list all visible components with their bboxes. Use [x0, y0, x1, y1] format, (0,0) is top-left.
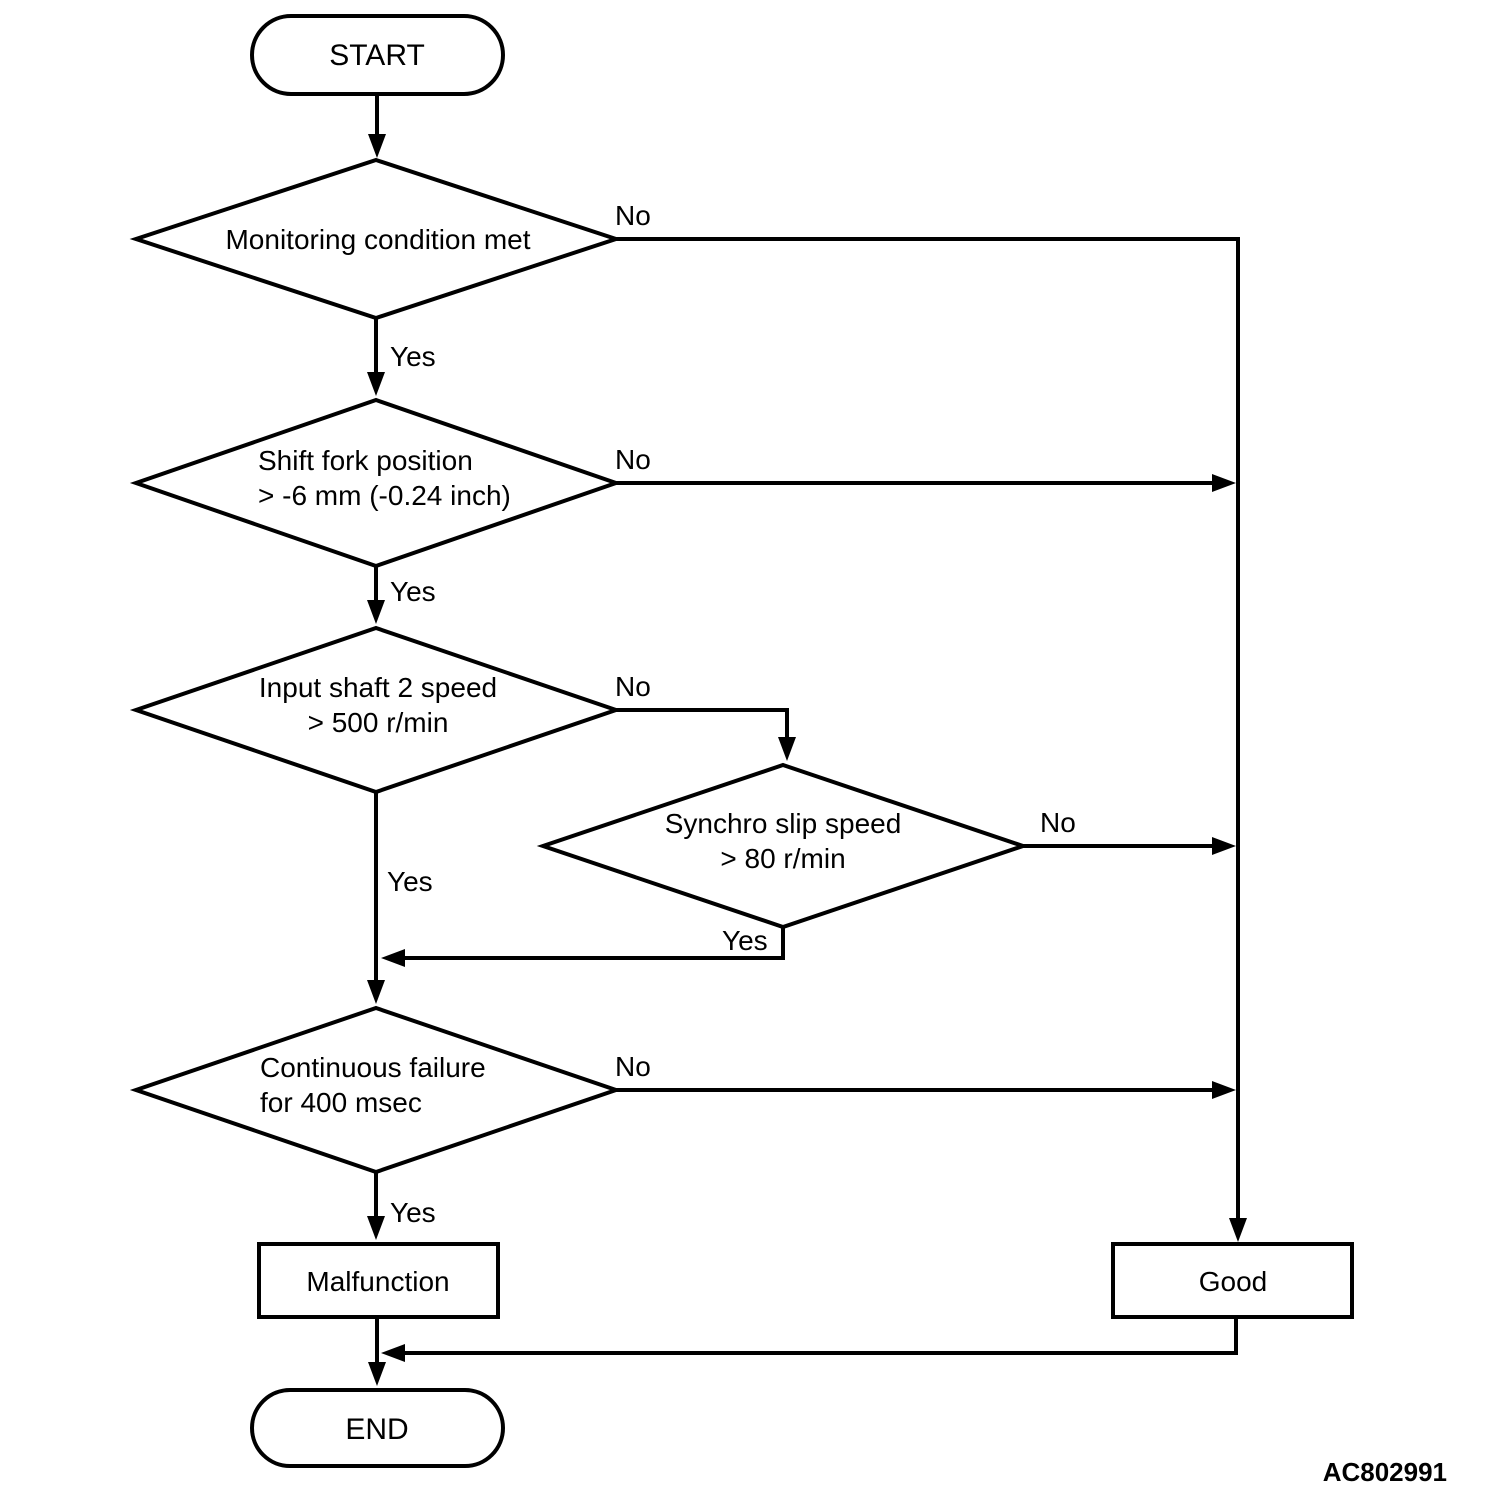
label-synchro-no: No — [1040, 807, 1076, 838]
label-input-shaft-yes: Yes — [387, 866, 433, 897]
decision-continuous-shape — [129, 1005, 623, 1175]
end-label: END — [345, 1413, 408, 1446]
label-synchro-yes: Yes — [722, 925, 768, 956]
good-shape — [1111, 1242, 1354, 1319]
decision-synchro-label-line1: Synchro slip speed — [665, 808, 902, 839]
malfunction-label: Malfunction — [306, 1266, 449, 1297]
decision-monitoring-label: Monitoring condition met — [225, 224, 530, 255]
decision-input-shaft-shape — [129, 625, 623, 795]
edge-input-shaft-yes — [367, 792, 385, 1004]
label-monitoring-no: No — [615, 200, 651, 231]
decision-continuous-label-line2: for 400 msec — [260, 1087, 422, 1118]
label-input-shaft-no: No — [615, 671, 651, 702]
decision-shift-fork-label-line2: > -6 mm (-0.24 inch) — [258, 480, 511, 511]
malfunction-node: Malfunction — [257, 1242, 500, 1319]
edge-shift-fork-yes — [367, 566, 385, 624]
start-shape — [250, 14, 505, 96]
arrowhead-down-icon — [367, 600, 385, 624]
decision-input-shaft-speed: Input shaft 2 speed > 500 r/min — [129, 625, 623, 795]
edge-input-shaft-no-to-synchro — [616, 708, 796, 761]
edge-synchro-no — [1023, 837, 1236, 855]
decision-shift-fork-shape — [129, 397, 623, 569]
decision-synchro-label-line2: > 80 r/min — [720, 843, 845, 874]
label-continuous-yes: Yes — [390, 1197, 436, 1228]
arrowhead-down-icon — [368, 1362, 386, 1386]
arrowhead-down-icon — [778, 737, 796, 761]
arrowhead-right-icon — [1212, 837, 1236, 855]
start-label: START — [329, 39, 425, 72]
decision-synchro-shape — [536, 762, 1030, 930]
decision-shift-fork-position: Shift fork position > -6 mm (-0.24 inch) — [129, 397, 623, 569]
arrowhead-down-icon — [1229, 1218, 1247, 1242]
end-shape — [250, 1388, 505, 1468]
arrowhead-right-icon — [1212, 474, 1236, 492]
edge-line — [616, 708, 789, 739]
start-node: START — [250, 14, 505, 96]
label-shift-fork-yes: Yes — [390, 576, 436, 607]
label-monitoring-yes: Yes — [390, 341, 436, 372]
arrowhead-down-icon — [367, 372, 385, 396]
edge-malfunction-to-end — [368, 1317, 386, 1386]
arrowhead-down-icon — [367, 1216, 385, 1240]
edge-continuous-yes — [367, 1172, 385, 1240]
edge-monitoring-no-to-good — [616, 237, 1247, 1242]
label-shift-fork-no: No — [615, 444, 651, 475]
malfunction-shape — [257, 1242, 500, 1319]
edge-shift-fork-no — [616, 474, 1236, 492]
edge-line — [403, 1317, 1238, 1355]
decision-continuous-failure: Continuous failure for 400 msec — [129, 1005, 623, 1175]
edge-continuous-no — [616, 1081, 1236, 1099]
decision-synchro-slip-speed: Synchro slip speed > 80 r/min — [536, 762, 1030, 930]
edge-synchro-yes — [381, 927, 785, 967]
end-node: END — [250, 1388, 505, 1468]
label-continuous-no: No — [615, 1051, 651, 1082]
decision-input-shaft-label-line2: > 500 r/min — [308, 707, 449, 738]
decision-monitoring-condition: Monitoring condition met — [129, 157, 623, 321]
arrowhead-left-icon — [381, 949, 405, 967]
decision-continuous-label-line1: Continuous failure — [260, 1052, 486, 1083]
decision-monitoring-shape — [129, 157, 623, 321]
edge-line — [616, 237, 1240, 1220]
arrowhead-left-icon — [381, 1344, 405, 1362]
decision-input-shaft-label-line1: Input shaft 2 speed — [259, 672, 497, 703]
arrowhead-down-icon — [368, 134, 386, 158]
edge-monitoring-yes — [367, 318, 385, 396]
edge-line — [403, 927, 785, 960]
good-label: Good — [1199, 1266, 1268, 1297]
edge-good-to-end — [381, 1317, 1238, 1362]
decision-shift-fork-label-line1: Shift fork position — [258, 445, 473, 476]
good-node: Good — [1111, 1242, 1354, 1319]
arrowhead-right-icon — [1212, 1081, 1236, 1099]
edge-start-to-monitoring — [368, 94, 386, 158]
arrowhead-down-icon — [367, 980, 385, 1004]
figure-code: AC802991 — [1323, 1457, 1447, 1487]
